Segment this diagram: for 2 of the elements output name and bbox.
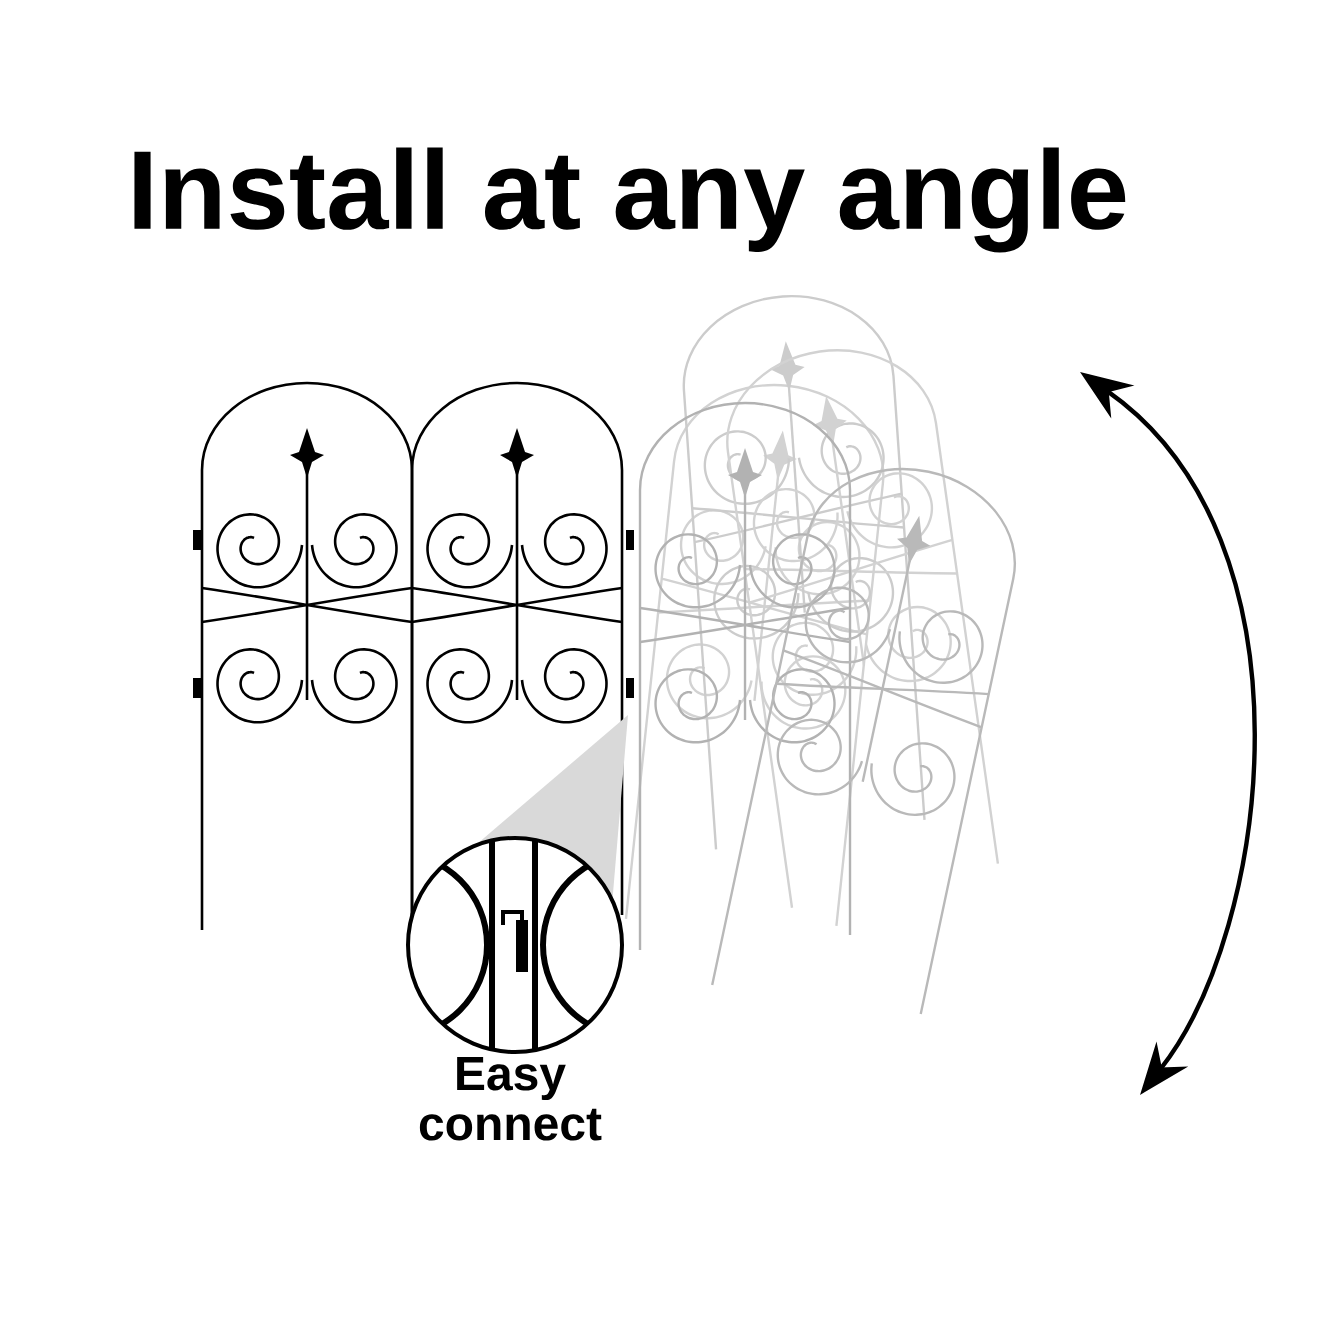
callout-label: Easy connect	[419, 1057, 602, 1141]
title: Install at any angle	[134, 147, 1126, 253]
